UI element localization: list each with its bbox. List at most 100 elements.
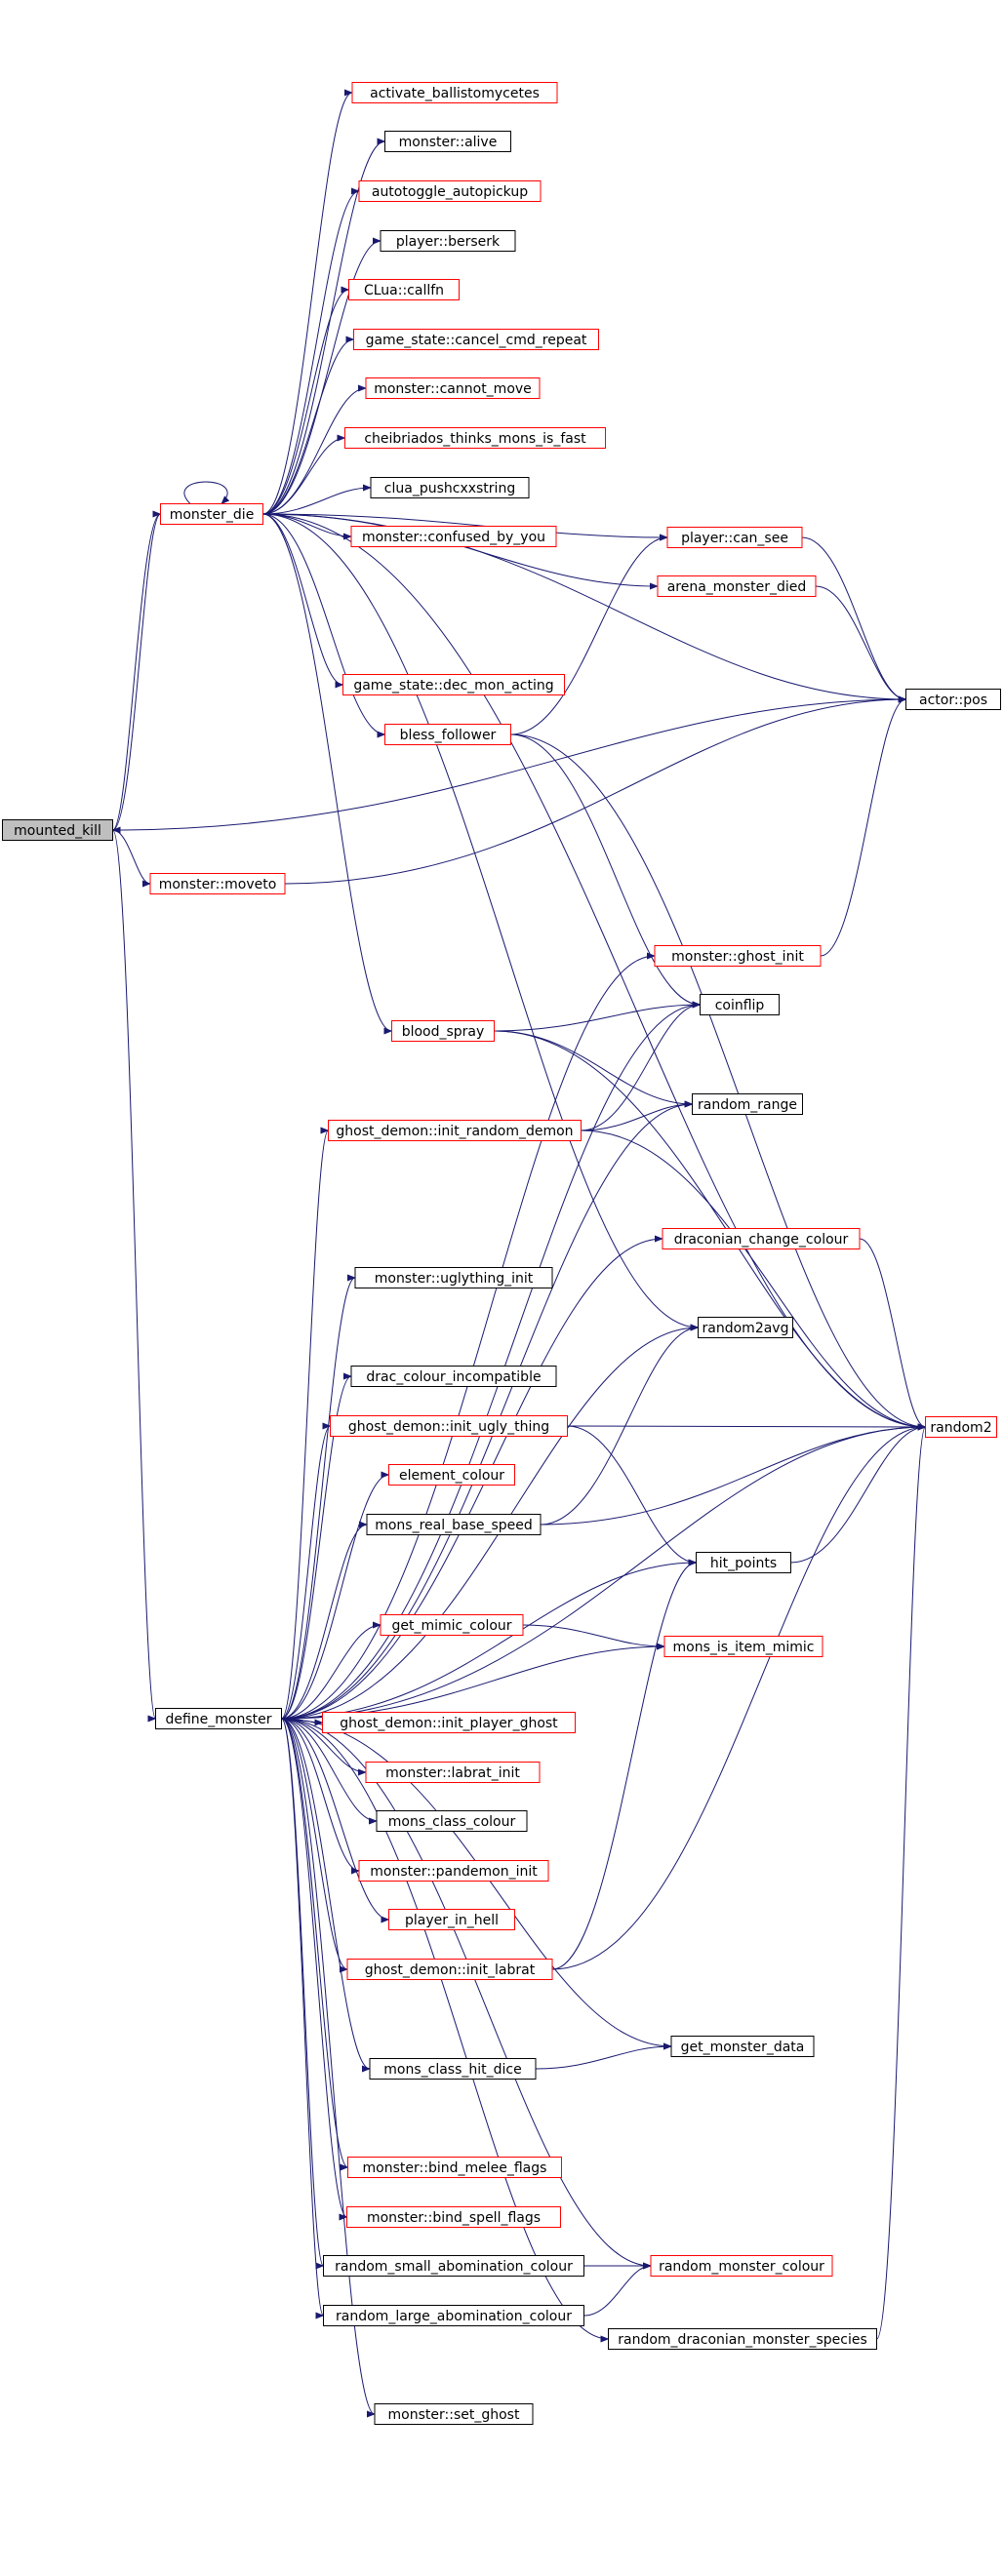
node-random-small-abom[interactable]: random_small_abomination_colour (323, 2255, 584, 2277)
edge-define_monster-to-hit_points (281, 1559, 698, 1720)
node-player-in-hell[interactable]: player_in_hell (388, 1909, 515, 1930)
node-label: mons_real_base_speed (375, 1518, 533, 1533)
node-hit-points[interactable]: hit_points (696, 1552, 791, 1573)
edge-bless_follower-to-player_can_see (510, 534, 668, 735)
node-monster-cannot-move[interactable]: monster::cannot_move (365, 377, 541, 399)
node-box (391, 1020, 495, 1042)
edge-init_ugly_thing-to-hit_points (567, 1425, 698, 1566)
edge-define_monster-to-labrat_init (281, 1718, 367, 1776)
node-box (696, 1552, 791, 1573)
node-box (354, 1267, 553, 1288)
node-mons-class-colour[interactable]: mons_class_colour (376, 1810, 528, 1832)
node-label: monster::alive (399, 135, 498, 150)
node-coinflip[interactable]: coinflip (700, 994, 780, 1015)
edge-monster_die-to-arena_monster_died (262, 513, 659, 590)
node-label: game_state::cancel_cmd_repeat (366, 333, 587, 348)
node-label: monster::set_ghost (388, 2407, 520, 2423)
node-element-colour[interactable]: element_colour (388, 1464, 515, 1486)
node-actor-pos[interactable]: actor::pos (905, 689, 1001, 710)
edge-init_random_demon-to-coinflip (581, 1001, 702, 1131)
node-player-can-see[interactable]: player::can_see (666, 527, 803, 548)
edge-mons_real_base_speed-to-random2avg (540, 1324, 700, 1526)
node-monster-die[interactable]: monster_die (160, 503, 263, 525)
node-get-mimic-colour[interactable]: get_mimic_colour (380, 1614, 524, 1636)
node-random2[interactable]: random2 (925, 1416, 997, 1438)
edge-mounted_kill-to-monster_moveto (112, 829, 151, 888)
edge-define_monster-to-drac_colour_incompatible (281, 1372, 352, 1720)
node-init-labrat[interactable]: ghost_demon::init_labrat (346, 1959, 553, 1980)
edge-monster_die-to-blood_spray (262, 513, 393, 1035)
node-labrat-init[interactable]: monster::labrat_init (365, 1762, 541, 1783)
node-random-range[interactable]: random_range (692, 1093, 803, 1115)
node-init-player-ghost[interactable]: ghost_demon::init_player_ghost (322, 1712, 576, 1733)
node-box (663, 1636, 823, 1657)
edge-define_monster-to-init_random_demon (281, 1127, 330, 1720)
edge-mounted_kill-to-monster_die (112, 510, 162, 831)
node-uglything-init[interactable]: monster::uglything_init (354, 1267, 553, 1288)
node-confused-by-you[interactable]: monster::confused_by_you (350, 526, 557, 547)
node-label: get_monster_data (681, 2040, 805, 2055)
edge-init_labrat-to-hit_points (551, 1559, 698, 1970)
node-player-berserk[interactable]: player::berserk (380, 230, 516, 252)
node-monster-alive[interactable]: monster::alive (384, 131, 511, 152)
node-box (346, 1959, 553, 1980)
node-mounted-kill[interactable]: mounted_kill (2, 819, 113, 841)
node-init-ugly-thing[interactable]: ghost_demon::init_ugly_thing (330, 1415, 568, 1437)
node-label: hit_points (710, 1556, 777, 1571)
node-box (654, 945, 822, 967)
edge-monster_die-to-cheibriados (262, 434, 346, 515)
node-box (323, 2255, 584, 2277)
node-mons-is-item-mimic[interactable]: mons_is_item_mimic (663, 1636, 823, 1657)
node-label: cheibriados_thinks_mons_is_fast (364, 431, 586, 447)
edge-monster_die-to-autotoggle_autopickup (262, 187, 360, 515)
node-label: random_draconian_monster_species (618, 2332, 867, 2348)
node-draconian-change-colour[interactable]: draconian_change_colour (662, 1228, 861, 1249)
node-label: get_mimic_colour (391, 1618, 511, 1634)
node-dec-mon-acting[interactable]: game_state::dec_mon_acting (342, 674, 565, 695)
node-label: clua_pushcxxstring (384, 481, 515, 496)
node-label: actor::pos (919, 693, 987, 708)
node-box (700, 994, 780, 1015)
node-random-monster-colour[interactable]: random_monster_colour (650, 2255, 833, 2277)
node-clua-pushcxxstring[interactable]: clua_pushcxxstring (370, 477, 530, 498)
edge-define_monster-to-mons_real_base_speed (281, 1521, 368, 1720)
node-monster-ghost-init[interactable]: monster::ghost_init (654, 945, 822, 967)
node-monster-set-ghost[interactable]: monster::set_ghost (374, 2403, 534, 2425)
node-autotoggle-autopickup[interactable]: autotoggle_autopickup (358, 180, 542, 202)
node-cheibriados[interactable]: cheibriados_thinks_mons_is_fast (344, 427, 606, 449)
node-init-random-demon[interactable]: ghost_demon::init_random_demon (328, 1120, 582, 1141)
node-activate-ballistomycetes[interactable]: activate_ballistomycetes (351, 82, 558, 103)
edge-define_monster-to-element_colour (281, 1471, 390, 1720)
node-label: arena_monster_died (667, 579, 807, 595)
node-drac-colour-incompatible[interactable]: drac_colour_incompatible (350, 1366, 557, 1387)
node-random2avg[interactable]: random2avg (698, 1317, 793, 1338)
edge-monster_die-to-random2avg (262, 513, 700, 1331)
node-bind-melee-flags[interactable]: monster::bind_melee_flags (347, 2157, 562, 2178)
node-label: monster::confused_by_you (362, 530, 545, 545)
node-label: mons_class_hit_dice (383, 2062, 521, 2078)
node-cancel-cmd-repeat[interactable]: game_state::cancel_cmd_repeat (353, 329, 599, 350)
edge-init_labrat-to-random2 (551, 1423, 927, 1970)
node-pandemon-init[interactable]: monster::pandemon_init (358, 1860, 549, 1882)
node-random-large-abom[interactable]: random_large_abomination_colour (323, 2305, 584, 2326)
node-bind-spell-flags[interactable]: monster::bind_spell_flags (346, 2206, 561, 2228)
node-label: random_large_abomination_colour (336, 2309, 572, 2324)
node-blood-spray[interactable]: blood_spray (391, 1020, 495, 1042)
edge-init_ugly_thing-to-random2 (567, 1423, 927, 1431)
node-box (350, 1366, 557, 1387)
node-get-monster-data[interactable]: get_monster_data (670, 2036, 815, 2057)
node-bless-follower[interactable]: bless_follower (384, 724, 511, 745)
node-box (347, 2157, 562, 2178)
node-mons-class-hit-dice[interactable]: mons_class_hit_dice (369, 2058, 537, 2080)
node-monster-moveto[interactable]: monster::moveto (149, 873, 286, 894)
node-arena-monster-died[interactable]: arena_monster_died (657, 575, 817, 597)
node-define-monster[interactable]: define_monster (155, 1708, 282, 1729)
edge-define_monster-to-bind_melee_flags (281, 1718, 349, 2171)
node-box (344, 427, 606, 449)
node-label: monster::uglything_init (375, 1271, 534, 1287)
node-mons-real-base-speed[interactable]: mons_real_base_speed (366, 1514, 542, 1535)
node-random-draconian-species[interactable]: random_draconian_monster_species (608, 2328, 877, 2350)
node-box (374, 2403, 534, 2425)
node-clua-callfn[interactable]: CLua::callfn (348, 279, 460, 300)
edge-monster_die-to-monster_alive (262, 138, 386, 515)
